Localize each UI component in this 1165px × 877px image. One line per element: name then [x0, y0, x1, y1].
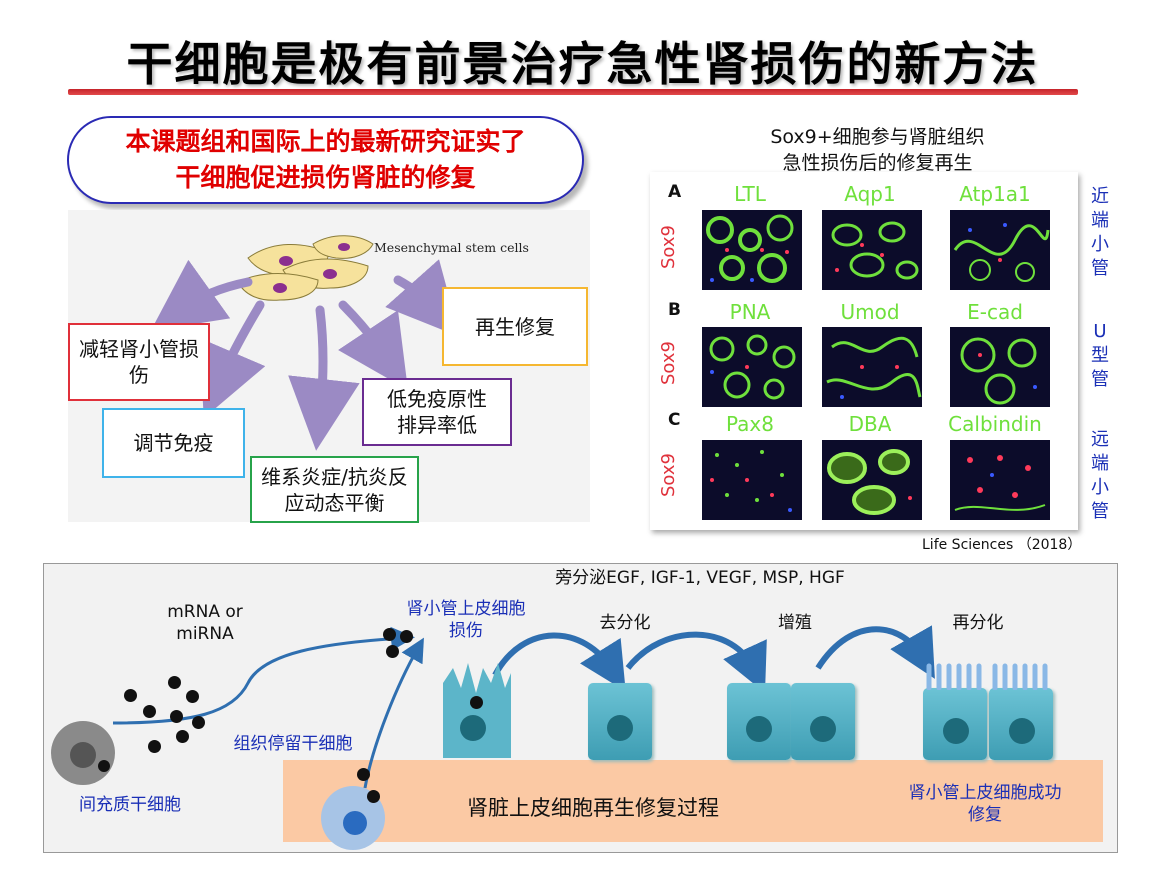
stain-pna: PNA — [729, 300, 771, 324]
stain-umod: Umod — [840, 300, 900, 324]
vesicle-dot — [168, 676, 181, 689]
segment-proximal-tubule: 近端小管 — [1091, 186, 1109, 279]
effect-reduce-tubular-injury: 减轻肾小管损伤 — [68, 323, 210, 401]
resident-stem-cell-label: 组织停留干细胞 — [233, 734, 353, 754]
claim-line-2: 干细胞促进损伤肾脏的修复 — [175, 163, 476, 192]
micrograph-b2 — [822, 327, 922, 407]
redifferentiation-label: 再分化 — [952, 613, 1004, 633]
figure-caption: Sox9+细胞参与肾脏组织 急性损伤后的修复再生 — [700, 124, 1055, 176]
stain-pax8: Pax8 — [726, 412, 774, 436]
vesicle-dot — [170, 710, 183, 723]
vesicle-dot — [148, 740, 161, 753]
arrow-redifferentiation — [815, 625, 935, 679]
effect-regenerative-repair: 再生修复 — [442, 287, 588, 366]
vesicle-dot — [386, 645, 399, 658]
micrograph-c3 — [950, 440, 1050, 520]
resident-cell-nucleus — [343, 811, 367, 835]
vesicle-dot — [124, 689, 137, 702]
mrna-label: mRNA or miRNA — [167, 602, 243, 644]
proliferation-label: 增殖 — [778, 613, 812, 633]
effect-arrows — [150, 259, 460, 451]
segment-distal-tubule: 远端小管 — [1091, 429, 1109, 522]
row-letter-b: B — [668, 300, 681, 320]
brush-border-microvilli — [926, 663, 1048, 690]
stain-aqp1: Aqp1 — [844, 182, 896, 206]
resident-to-injury-arrow — [363, 637, 424, 789]
claim-line-1: 本课题组和国际上的最新研究证实了 — [125, 127, 526, 156]
ecm-layer — [283, 760, 1103, 842]
repaired-cell-1-nucleus — [943, 718, 969, 744]
sox9-label-b: Sox9 — [658, 341, 679, 385]
micrograph-b3 — [950, 327, 1050, 407]
stain-calbindin: Calbindin — [948, 412, 1042, 436]
micrograph-c1 — [702, 440, 802, 520]
msc-label: Mesenchymal stem cells — [374, 240, 529, 255]
citation: Life Sciences （2018） — [922, 537, 1082, 553]
figure-caption-line-1: Sox9+细胞参与肾脏组织 — [770, 126, 985, 148]
vesicle-dot — [98, 760, 110, 772]
vesicle-dot — [192, 716, 205, 729]
vesicle-dot — [383, 628, 396, 641]
stain-atp1a1: Atp1a1 — [959, 182, 1031, 206]
micrograph-a2 — [822, 210, 922, 290]
vesicle-dot — [470, 696, 483, 709]
vesicle-dot — [357, 768, 370, 781]
vesicle-dot — [143, 705, 156, 718]
ecm-label: 肾脏上皮细胞再生修复过程 — [467, 796, 719, 820]
msc-cell-nucleus — [70, 742, 96, 768]
vesicle-dot — [400, 630, 413, 643]
success-repair-label: 肾小管上皮细胞成功修复 — [908, 783, 1062, 825]
row-letter-c: C — [668, 410, 681, 430]
segment-u-loop: U型管 — [1091, 321, 1109, 390]
msc-cell-label: 间充质干细胞 — [79, 795, 181, 815]
title-underline — [68, 89, 1078, 95]
stain-dba: DBA — [848, 412, 892, 436]
msc-diagram-graphics — [150, 235, 460, 451]
arrow-dedifferentiation — [492, 632, 626, 692]
row-letter-a: A — [668, 182, 682, 202]
histology-figure: A Sox9 LTL Aqp1 Atp1a1 B Sox9 PNA Umod E… — [650, 172, 1078, 530]
effect-inflammation-balance: 维系炎症/抗炎反应动态平衡 — [250, 456, 419, 523]
injured-cell-nucleus — [460, 715, 486, 741]
vesicle-dot — [367, 790, 380, 803]
slide-title: 干细胞是极有前景治疗急性肾损伤的新方法 — [126, 37, 1039, 91]
injury-label: 肾小管上皮细胞损伤 — [406, 599, 526, 641]
effect-immune-regulation: 调节免疫 — [102, 408, 245, 478]
figure-caption-line-2: 急性损伤后的修复再生 — [782, 152, 973, 174]
micrograph-b1 — [702, 327, 802, 407]
injured-cell-body — [443, 663, 511, 758]
msc-to-injury-arrow — [112, 626, 415, 725]
stem-cell-cluster — [237, 235, 374, 301]
sox9-label-c: Sox9 — [658, 453, 679, 497]
stain-e-cad: E-cad — [967, 300, 1023, 324]
micrograph-a1 — [702, 210, 802, 290]
paracrine-label: 旁分泌EGF, IGF-1, VEGF, MSP, HGF — [555, 568, 845, 588]
dedifferentiated-cell-nucleus — [607, 715, 633, 741]
sox9-label-a: Sox9 — [658, 225, 679, 269]
stain-ltl: LTL — [734, 182, 766, 206]
vesicle-dot — [176, 730, 189, 743]
micrograph-a3 — [950, 210, 1050, 290]
repaired-cell-2-nucleus — [1009, 718, 1035, 744]
arrow-proliferation — [625, 631, 767, 693]
claim-bubble: 本课题组和国际上的最新研究证实了 干细胞促进损伤肾脏的修复 — [67, 116, 584, 204]
proliferating-cell-2-nucleus — [810, 716, 836, 742]
effect-low-immunogenicity: 低免疫原性排异率低 — [362, 378, 512, 446]
vesicle-dot — [186, 690, 199, 703]
micrograph-c2 — [822, 440, 922, 520]
proliferating-cell-1-nucleus — [746, 716, 772, 742]
dedifferentiation-label: 去分化 — [599, 613, 651, 633]
